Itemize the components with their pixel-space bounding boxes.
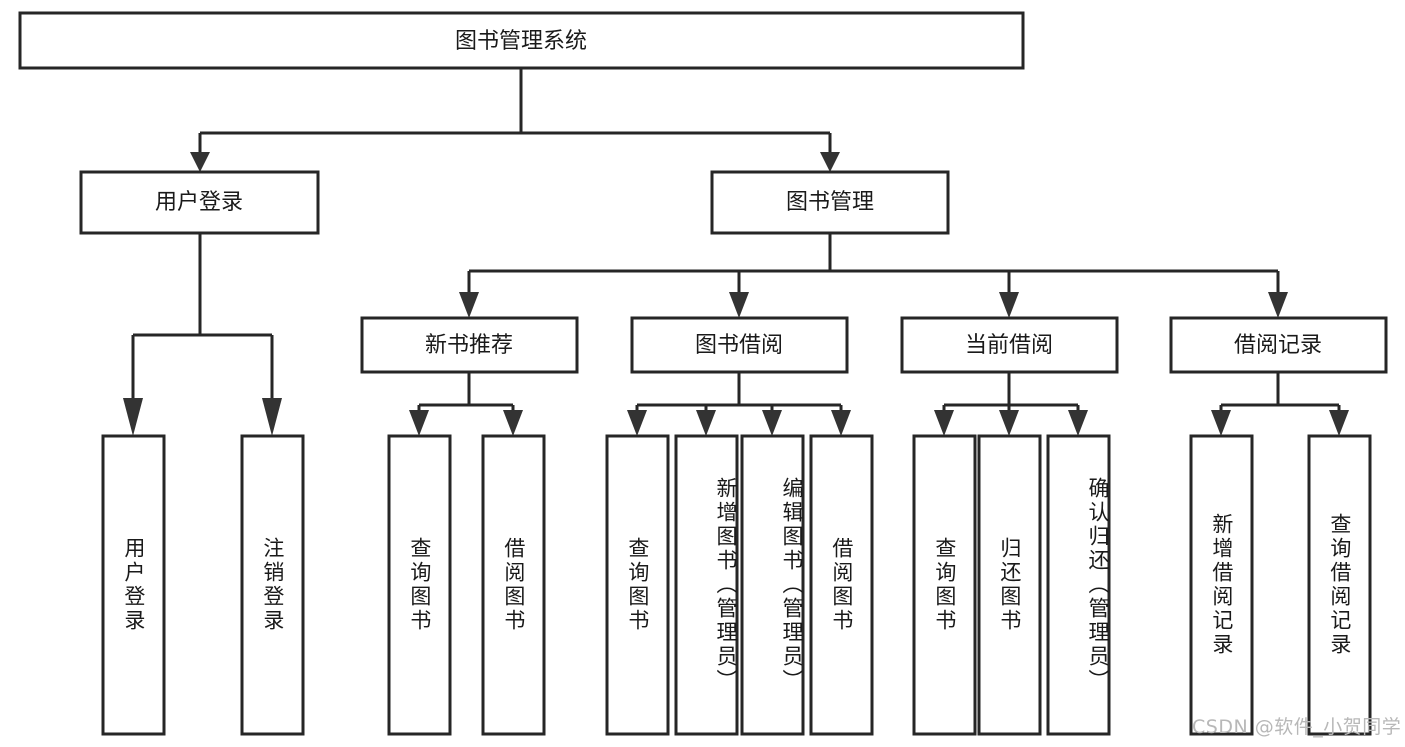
arrow-to-leaf-borrow-book-1 [503, 410, 523, 436]
arrow-to-leaf-return-book [999, 410, 1019, 436]
node-book-manage-box[interactable] [710, 170, 950, 235]
node-current-borrow-box[interactable] [900, 316, 1119, 374]
node-user-login[interactable]: 用户登录 [79, 170, 320, 235]
node-leaf-borrow-book-1-box[interactable] [481, 434, 546, 736]
arrow-to-leaf-query-book-3 [934, 410, 954, 436]
arrow-to-leaf-borrow-book-2 [831, 410, 851, 436]
arrow-to-leaf-add-book [696, 410, 716, 436]
node-current-borrow[interactable]: 当前借阅 [900, 316, 1119, 374]
node-root-box[interactable] [18, 11, 1025, 70]
node-new-book-recommend-box[interactable] [360, 316, 579, 374]
arrow-to-leaf-query-record [1329, 410, 1349, 436]
node-new-book-recommend[interactable]: 新书推荐 [360, 316, 579, 374]
node-book-manage-label: 图书管理 [786, 190, 874, 215]
node-user-login-label: 用户登录 [155, 190, 243, 215]
arrow-to-borrow-record [1268, 292, 1288, 318]
arrow-to-leaf-add-record [1211, 410, 1231, 436]
node-leaf-query-book-2-box[interactable] [605, 434, 670, 736]
node-leaf-query-book-1-box[interactable] [387, 434, 452, 736]
arrow-to-leaf-query-book-1 [409, 410, 429, 436]
node-root[interactable]: 图书管理系统 [18, 11, 1025, 70]
node-borrow-record-label: 借阅记录 [1234, 333, 1322, 358]
node-user-login-box[interactable] [79, 170, 320, 235]
node-leaf-edit-book-box[interactable] [740, 434, 805, 736]
node-book-borrow-label: 图书借阅 [695, 333, 783, 358]
arrow-to-book-manage [820, 152, 840, 172]
arrow-to-new-book-recommend [459, 292, 479, 318]
arrow-to-leaf-confirm-return [1068, 410, 1088, 436]
arrow-to-leaf-user-login [123, 398, 143, 436]
node-leaf-add-record-box[interactable] [1189, 434, 1254, 736]
node-leaf-user-login-box[interactable] [101, 434, 166, 736]
arrow-to-book-borrow [729, 292, 749, 318]
node-leaf-confirm-return-box[interactable] [1046, 434, 1111, 736]
node-leaf-logout-box[interactable] [240, 434, 305, 736]
csdn-watermark: CSDN @软件_小贺同学 [1192, 716, 1402, 738]
node-book-borrow[interactable]: 图书借阅 [630, 316, 849, 374]
arrow-to-current-borrow [999, 292, 1019, 318]
node-borrow-record-box[interactable] [1169, 316, 1388, 374]
node-leaf-borrow-book-2-box[interactable] [809, 434, 874, 736]
node-current-borrow-label: 当前借阅 [965, 333, 1053, 358]
nodes-group: 图书管理系统 用户登录 图书管理 新书推荐 图书借阅 当前 [18, 11, 1388, 736]
arrow-to-leaf-logout [262, 398, 282, 436]
arrow-to-leaf-query-book-2 [627, 410, 647, 436]
node-book-manage[interactable]: 图书管理 [710, 170, 950, 235]
node-leaf-query-record-box[interactable] [1307, 434, 1372, 736]
node-leaf-return-book-box[interactable] [977, 434, 1042, 736]
arrow-to-leaf-edit-book [762, 410, 782, 436]
node-root-label: 图书管理系统 [455, 29, 587, 54]
node-book-borrow-box[interactable] [630, 316, 849, 374]
node-borrow-record[interactable]: 借阅记录 [1169, 316, 1388, 374]
node-leaf-add-book-box[interactable] [674, 434, 739, 736]
node-new-book-recommend-label: 新书推荐 [425, 333, 513, 358]
node-leaf-query-book-3-box[interactable] [912, 434, 977, 736]
edges-group [123, 68, 1349, 436]
arrow-to-user-login [190, 152, 210, 172]
